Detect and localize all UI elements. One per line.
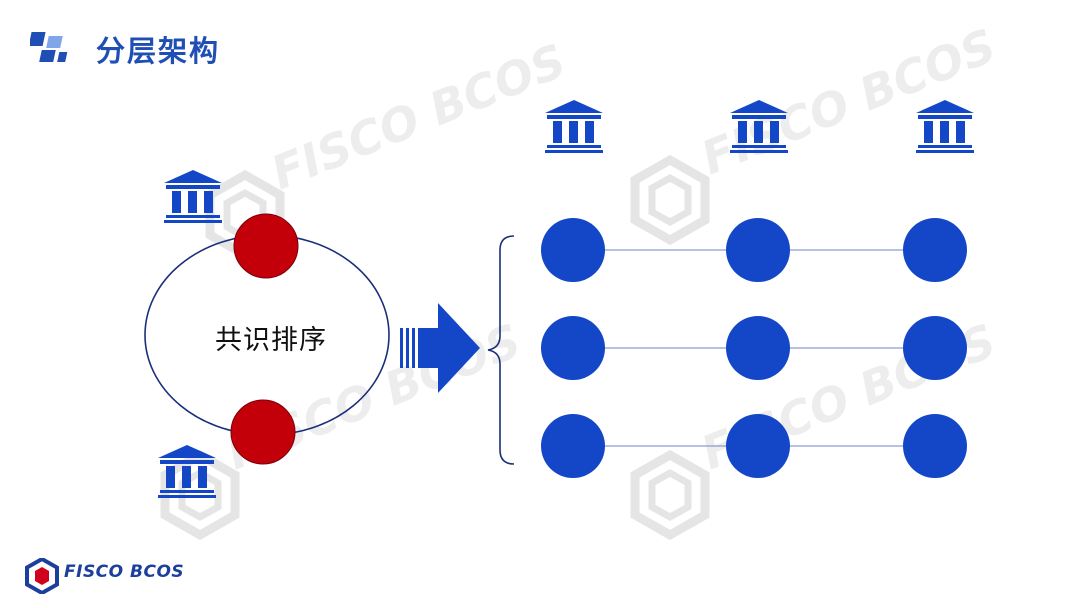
node: [726, 316, 790, 380]
consensus-label: 共识排序: [215, 325, 327, 356]
consensus-node-bottom: [230, 399, 296, 465]
svg-text:FISCO BCOS: FISCO BCOS: [264, 33, 573, 200]
svg-text:FISCO BCOS: FISCO BCOS: [694, 18, 1003, 185]
right-arrow-icon: [400, 303, 480, 393]
node: [903, 218, 967, 282]
node: [903, 316, 967, 380]
node: [726, 414, 790, 478]
footer-brand: FISCO BCOS: [64, 562, 185, 582]
bank-building-icon: [916, 100, 974, 153]
consensus-node-top: [233, 213, 299, 279]
squares-logo-icon: [30, 32, 68, 62]
node: [541, 316, 605, 380]
fisco-bcos-logo-icon: [25, 558, 59, 594]
page-title: 分层架构: [96, 34, 221, 68]
node: [541, 218, 605, 282]
node: [903, 414, 967, 478]
node: [541, 414, 605, 478]
node: [726, 218, 790, 282]
bracket: [487, 235, 515, 465]
bank-building-icon: [545, 100, 603, 153]
bank-building-icon: [158, 445, 216, 498]
